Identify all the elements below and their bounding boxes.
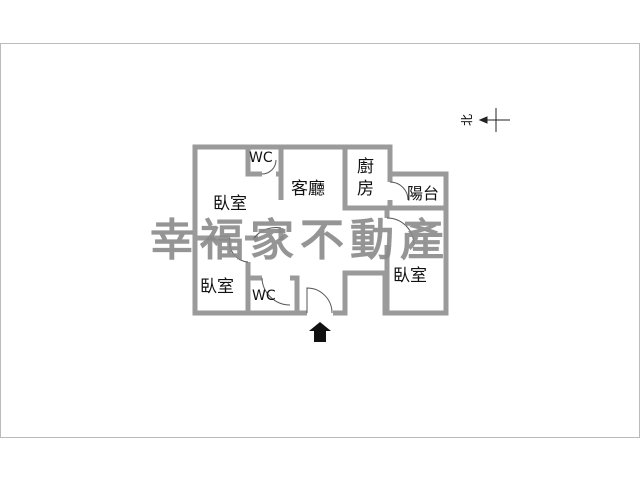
watermark: 幸福家不動產 — [150, 215, 450, 266]
room-living: 客廳 — [291, 179, 325, 199]
door-arcs — [229, 159, 415, 314]
door-bedroom-bottom — [229, 237, 249, 263]
room-bedroom-right: 臥室 — [393, 266, 427, 286]
room-kitchen-1: 廚 — [357, 157, 374, 177]
wall-wc-bottom — [248, 275, 300, 313]
door-wc-top — [261, 159, 277, 175]
door-entrance — [306, 287, 333, 314]
room-bedroom-left-bottom: 臥室 — [200, 277, 234, 297]
room-kitchen-2: 房 — [357, 179, 374, 199]
door-right-bedroom — [386, 217, 415, 246]
entrance-arrow-icon — [309, 322, 331, 342]
room-wc-top: WC — [249, 150, 273, 166]
compass-north-label: 北 — [460, 113, 475, 127]
door-wc-bottom — [261, 277, 291, 306]
door-kitchen — [389, 181, 409, 201]
room-balcony: 陽台 — [407, 184, 440, 203]
door-bedroom-top — [253, 227, 282, 239]
wall-wc-top — [245, 147, 281, 177]
outer-wall — [192, 144, 449, 316]
room-wc-bottom: WC — [252, 288, 276, 304]
compass-icon — [478, 108, 510, 132]
walls — [192, 144, 449, 316]
room-bedroom-left-top: 臥室 — [213, 194, 247, 214]
